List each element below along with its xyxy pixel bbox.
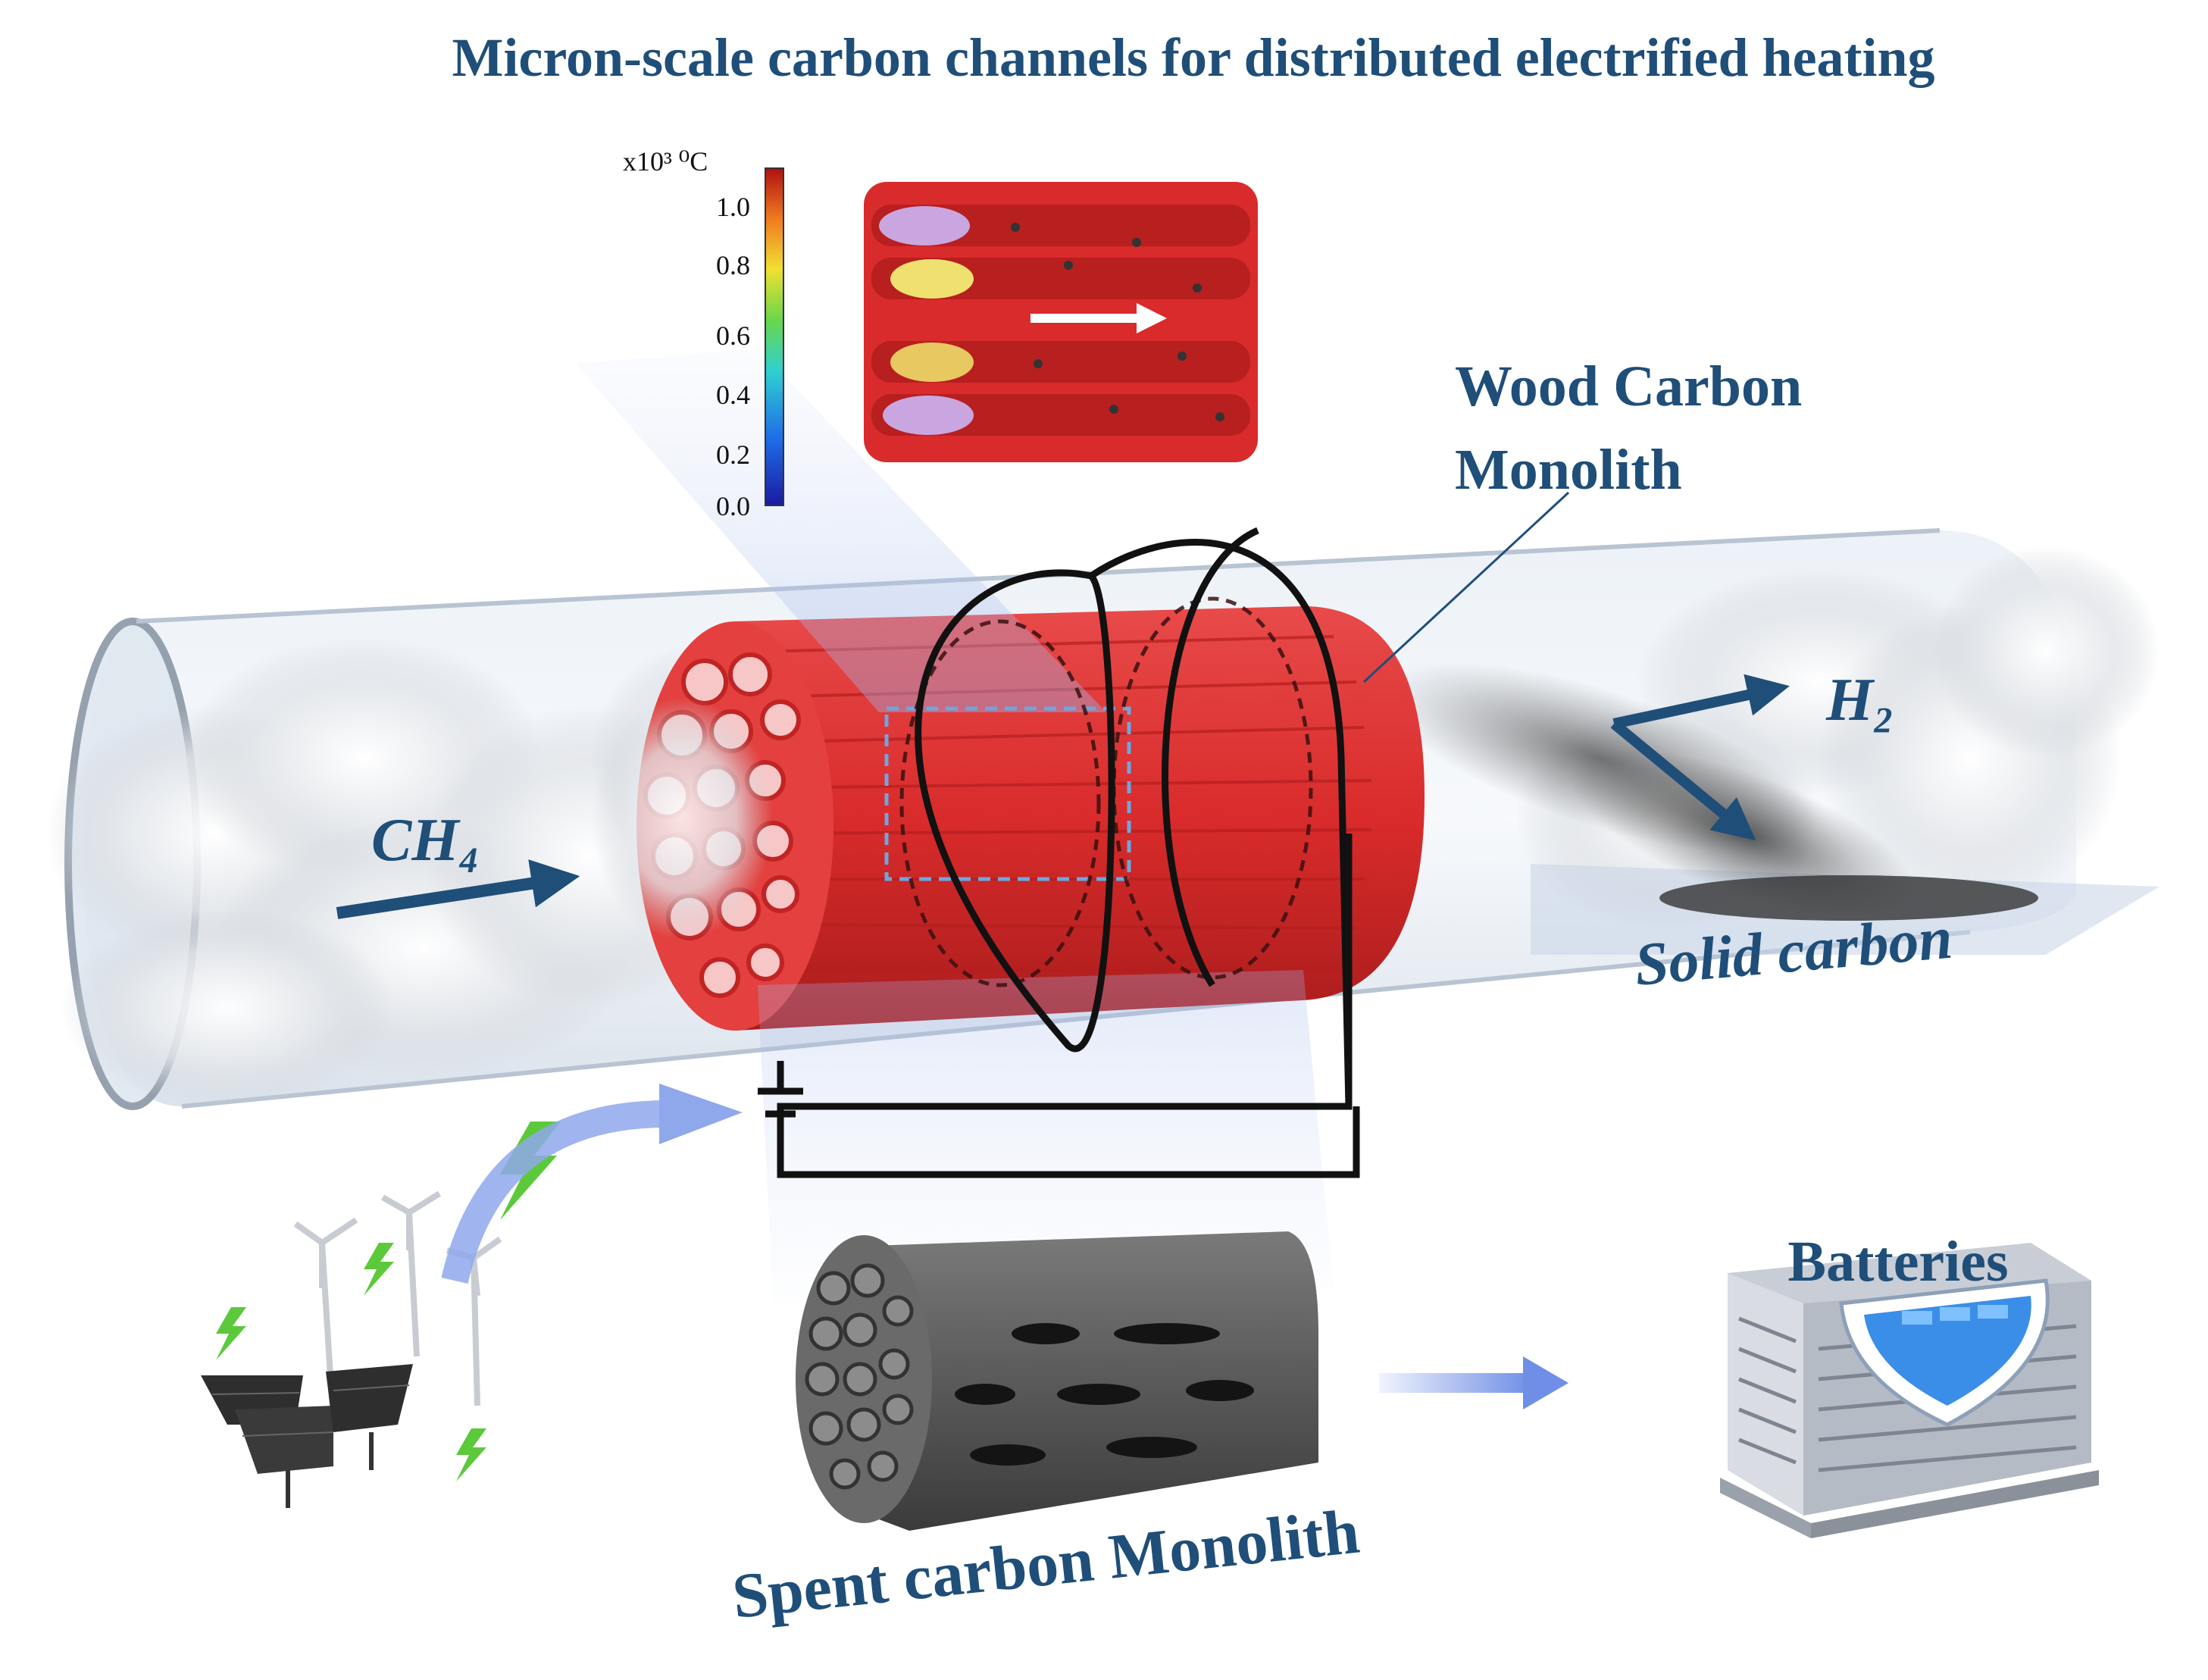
colorbar-tick-label: 0.8 — [716, 250, 750, 280]
colorbar-tick-label: 0.2 — [716, 440, 750, 470]
temperature-colorbar: x10³ ⁰C 1.0 0.8 0.6 0.4 0.2 0.0 — [623, 146, 784, 521]
zoom-beam-bottom — [758, 970, 1334, 1303]
wind-turbine-icon — [293, 1190, 502, 1425]
wood-carbon-label-line2: Monolith — [1455, 438, 1682, 502]
spent-carbon-monolith — [796, 1231, 1318, 1531]
ch4-label: CH₄ — [371, 807, 480, 874]
colorbar-tick-label: 0.0 — [716, 491, 750, 521]
colorbar-tick-label: 0.6 — [716, 321, 750, 351]
inlet-cold-zones — [879, 206, 974, 435]
to-batteries-arrow — [1379, 1356, 1568, 1409]
colorbar-tick-label: 0.4 — [716, 380, 750, 410]
ch4-arrow — [336, 859, 580, 919]
spent-monolith-label: Spent carbon Monolith — [729, 1497, 1362, 1632]
wood-carbon-label-line1: Wood Carbon — [1455, 355, 1802, 418]
induction-coil-circuit — [758, 527, 1360, 1178]
lightning-icon — [216, 1122, 561, 1481]
colorbar-unit: x10³ ⁰C — [623, 146, 708, 177]
battery-building-icon — [1720, 1243, 2099, 1538]
diagram-title: Micron-scale carbon channels for distrib… — [452, 27, 1934, 88]
zoom-region-marker — [884, 706, 1131, 881]
h2-label: H₂ — [1825, 667, 1894, 734]
power-flow-arrow — [441, 1100, 668, 1284]
renewable-energy-sources — [201, 1084, 743, 1508]
solar-panel-icon — [201, 1364, 413, 1508]
colorbar-tick-label: 1.0 — [716, 192, 750, 222]
wood-carbon-leader-line — [1362, 491, 1570, 684]
temperature-field-inset — [864, 182, 1258, 462]
zoom-beam-top — [576, 349, 1106, 712]
batteries-label: Batteries — [1787, 1230, 2008, 1294]
product-arrows — [1610, 674, 1790, 841]
